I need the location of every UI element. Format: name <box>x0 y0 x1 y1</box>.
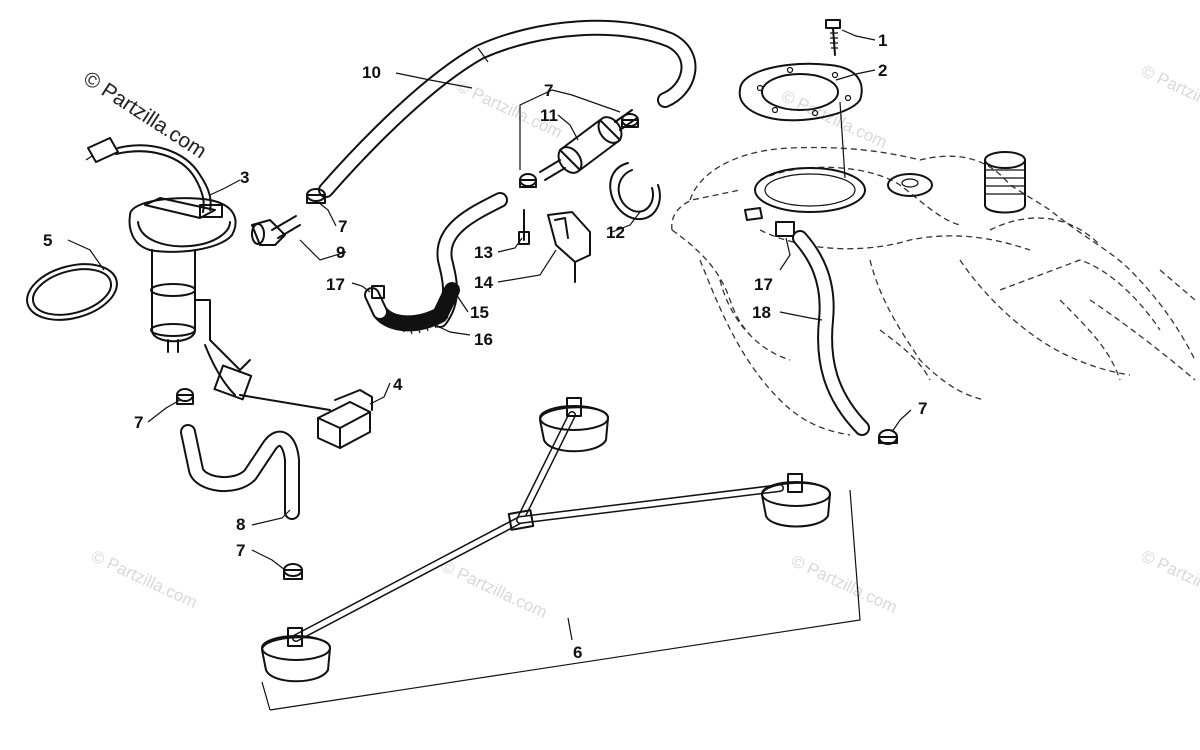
part-10-hose <box>318 19 697 198</box>
callout-8: 8 <box>236 515 245 534</box>
part-5-o-ring <box>26 263 118 321</box>
part-18-vent-hose <box>792 230 870 436</box>
part-2-gasket <box>738 62 863 179</box>
pickup-right <box>761 473 831 528</box>
watermark-faint: © Partzilla.com <box>1138 546 1200 612</box>
part-9-elbow <box>251 215 301 246</box>
clamp <box>621 113 639 128</box>
callout-15: 15 <box>470 303 489 322</box>
callout-6: 6 <box>573 643 582 662</box>
part-1-bolt <box>825 19 841 56</box>
watermark-layer: © Partzilla.com © Partzilla.com © Partzi… <box>88 61 1200 622</box>
part-12-ring <box>609 162 661 221</box>
leader-lines <box>67 29 912 571</box>
clamp <box>878 429 898 445</box>
callout-17-left: 17 <box>326 275 345 294</box>
part-14-bracket <box>547 211 591 283</box>
callout-7-pump-clamp: 7 <box>134 413 143 432</box>
part-4-connector <box>317 389 373 449</box>
part-6-fuel-pickup <box>261 397 861 711</box>
clamp <box>519 173 537 188</box>
callout-3: 3 <box>240 168 249 187</box>
callout-7-vent-clamp: 7 <box>918 399 927 418</box>
callout-4: 4 <box>393 375 403 394</box>
callout-7-hose-clamp: 7 <box>338 217 347 236</box>
part-13-rivet <box>518 209 530 245</box>
watermark-faint: © Partzilla.com <box>88 546 200 612</box>
clamps <box>176 113 898 580</box>
callout-7-filter-clamps: 7 <box>544 81 553 100</box>
callout-labels: 1 2 3 4 5 6 7 7 7 7 7 8 9 10 11 12 13 14… <box>43 31 927 662</box>
callout-16: 16 <box>474 330 493 349</box>
callout-1: 1 <box>878 31 887 50</box>
fuel-tank-outline <box>671 146 1196 436</box>
clamp <box>283 563 303 580</box>
pickup-top <box>539 397 609 453</box>
watermark-main: © Partzilla.com <box>79 67 210 163</box>
callout-12: 12 <box>606 223 625 242</box>
pickup-bottom <box>261 627 331 683</box>
callout-5: 5 <box>43 231 52 250</box>
watermark-faint: © Partzilla.com <box>438 556 550 622</box>
clamp <box>306 188 326 204</box>
watermark-faint: © Partzilla.com <box>788 551 900 617</box>
part-3-fuel-pump <box>85 137 331 411</box>
callout-13: 13 <box>474 243 493 262</box>
callout-18: 18 <box>752 303 771 322</box>
clamp <box>176 388 194 405</box>
callout-7-pickup-clamp: 7 <box>236 541 245 560</box>
callout-10: 10 <box>362 63 381 82</box>
watermark-faint: © Partzilla.com <box>1138 61 1200 127</box>
callout-9: 9 <box>336 243 345 262</box>
part-8-hose <box>180 424 300 520</box>
callout-14: 14 <box>474 273 493 292</box>
watermark-faint: © Partzilla.com <box>778 86 890 152</box>
callout-17-right: 17 <box>754 275 773 294</box>
callout-2: 2 <box>878 61 887 80</box>
part-17-cap <box>371 221 795 299</box>
callout-11: 11 <box>540 106 558 125</box>
